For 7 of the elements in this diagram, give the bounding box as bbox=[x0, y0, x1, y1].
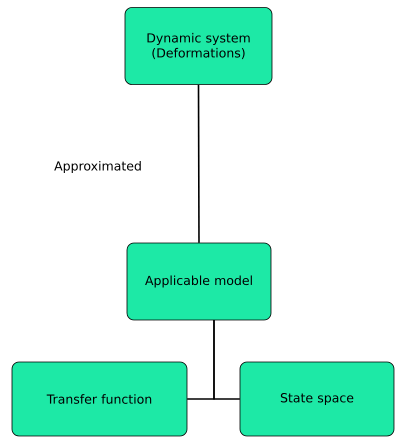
edge-label: Approximated bbox=[54, 160, 141, 174]
process-box: Dynamic system (Deformations) bbox=[124, 7, 272, 85]
connector-line bbox=[213, 320, 240, 400]
process-box: State space bbox=[240, 362, 394, 436]
process-box: Applicable model bbox=[126, 242, 272, 320]
connector-line bbox=[198, 84, 200, 243]
process-box: Transfer function bbox=[12, 362, 188, 436]
